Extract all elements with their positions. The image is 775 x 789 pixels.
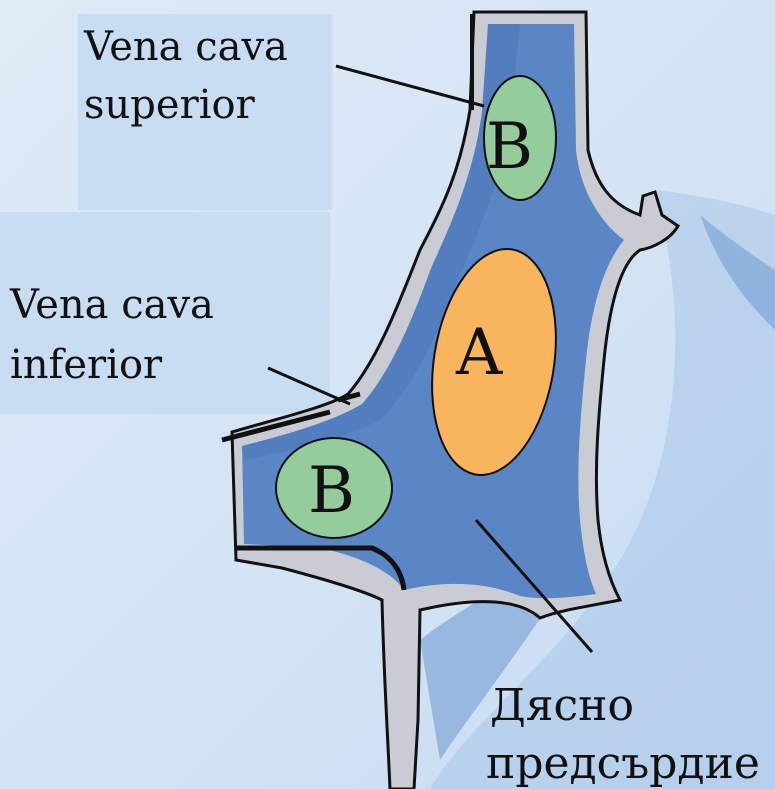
label-ra-line2: предсърдие <box>486 738 760 789</box>
label-svc-line1: Vena cava <box>83 24 288 70</box>
label-ivc-line2: inferior <box>10 342 163 388</box>
marker-b-lower: B <box>308 454 355 528</box>
marker-a: A <box>455 316 503 390</box>
marker-b-upper: B <box>486 110 533 184</box>
label-ivc-line1: Vena cava <box>9 282 214 328</box>
label-svc-line2: superior <box>84 82 256 128</box>
label-ra-line1: Дясно <box>490 680 634 731</box>
